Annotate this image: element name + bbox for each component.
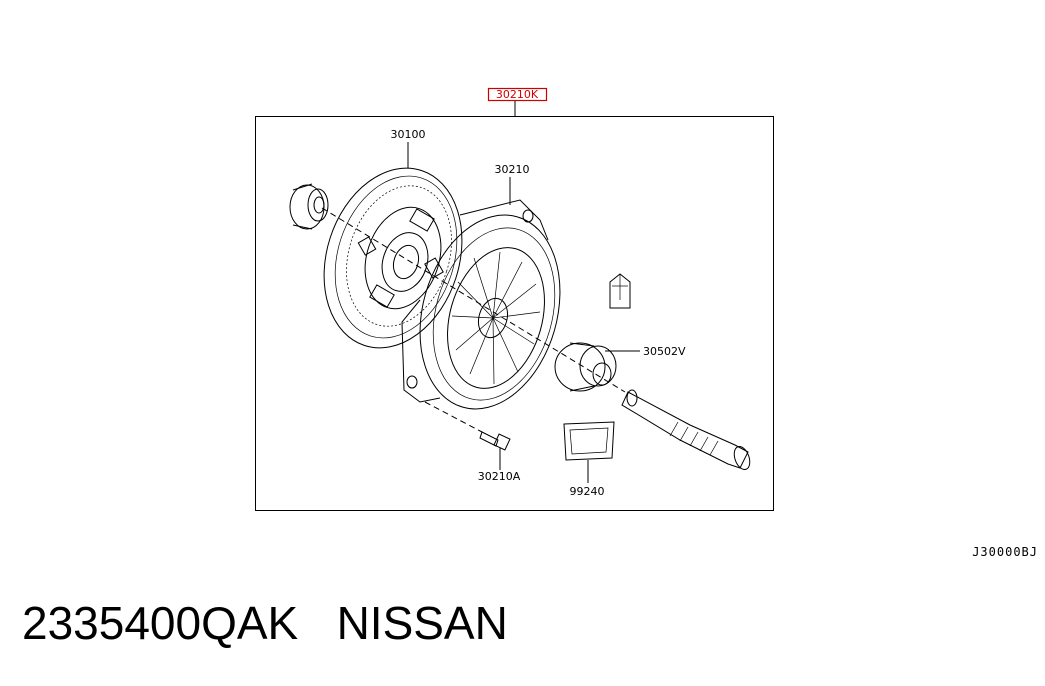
part-caption: 2335400QAK NISSAN — [22, 597, 508, 649]
label-30100: 30100 — [391, 128, 426, 141]
pilot-bearing — [289, 183, 329, 230]
diagram-frame — [255, 116, 774, 511]
assembly-axis — [321, 207, 626, 393]
label-30210A: 30210A — [478, 470, 521, 483]
instruction-booklet-icon — [609, 273, 631, 309]
kit-label-box — [487, 87, 548, 102]
drawing-ref: J30000BJ — [972, 545, 1038, 559]
release-bearing — [554, 342, 617, 392]
clutch-disc — [323, 167, 463, 349]
label-30210: 30210 — [495, 163, 530, 176]
input-shaft — [621, 389, 751, 471]
label-99240: 99240 — [570, 485, 605, 498]
clutch-cover — [401, 199, 561, 410]
kit-label: 30210K — [496, 88, 539, 101]
bolt — [479, 431, 511, 451]
bolt-axis — [424, 401, 483, 433]
label-30502V: 30502V — [643, 345, 686, 358]
grease-packet — [563, 421, 615, 461]
